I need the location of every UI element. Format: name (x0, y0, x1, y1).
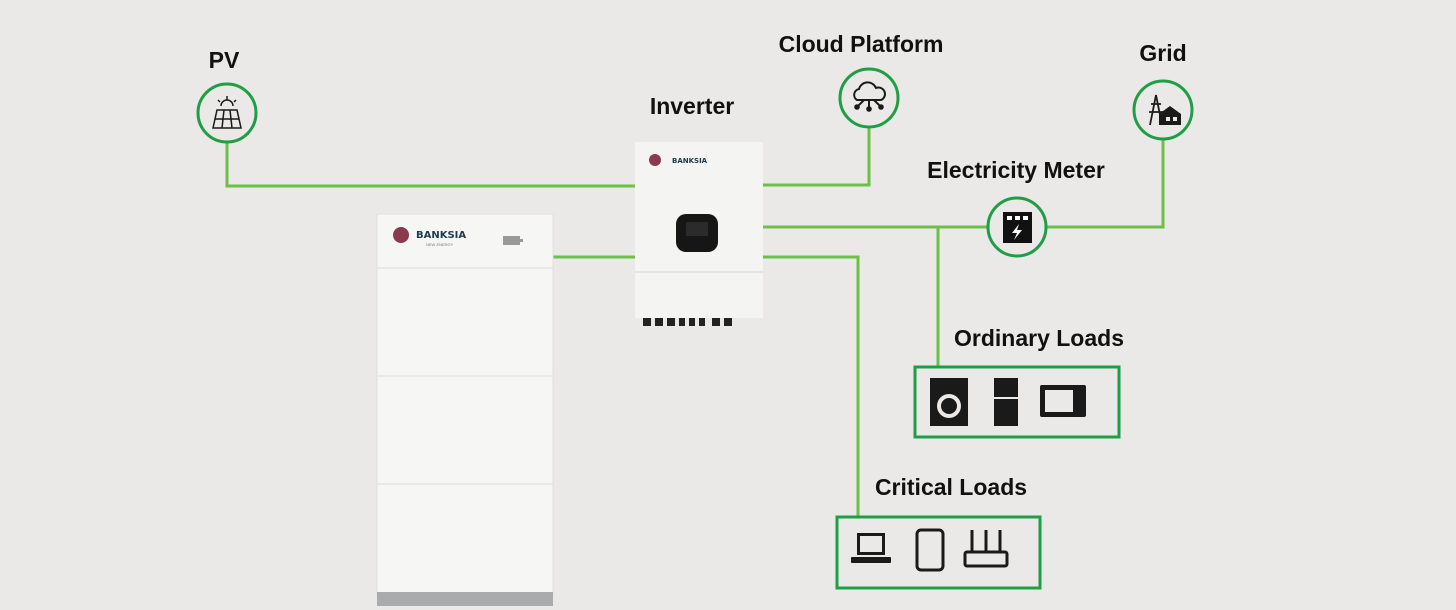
microwave-icon (1040, 385, 1086, 417)
pv-label: PV (208, 47, 240, 73)
cloud-platform-label: Cloud Platform (778, 31, 944, 57)
inverter-unit: BANKSIA (635, 142, 763, 326)
svg-text:NEW ENERGY: NEW ENERGY (426, 242, 454, 247)
pv-to-inverter-line (225, 142, 635, 188)
router-icon (963, 530, 1009, 568)
refrigerator-icon (994, 378, 1018, 426)
cloud-network-icon (853, 81, 886, 112)
battery-unit: BANKSIA NEW ENERGY (376, 213, 554, 606)
svg-text:BANKSIA: BANKSIA (416, 230, 466, 241)
critical-loads-label: Critical Loads (874, 474, 1028, 500)
solar-panel-icon (212, 96, 242, 129)
electricity-meter-label: Electricity Meter (927, 157, 1105, 183)
grid-label: Grid (1139, 40, 1187, 66)
ordinary-loads-label: Ordinary Loads (954, 325, 1124, 351)
battery-level-icon (503, 236, 520, 245)
smartphone-icon (915, 528, 945, 572)
washing-machine-icon (930, 378, 968, 426)
critical-loads-line (763, 255, 860, 517)
connection-lines (225, 127, 1165, 517)
node-rings (196, 67, 1194, 258)
laptop-icon (851, 533, 891, 563)
banksia-logo (649, 154, 661, 166)
cloud-to-inverter-line (763, 127, 871, 187)
inverter-label: Inverter (649, 93, 735, 119)
critical-loads-box (835, 515, 1042, 590)
electricity-meter-icon (1003, 212, 1032, 243)
banksia-logo (393, 227, 409, 243)
meter-to-grid-line (1046, 139, 1165, 229)
power-tower-house-icon (1149, 94, 1181, 126)
ordinary-loads-box (913, 365, 1121, 439)
svg-text:BANKSIA: BANKSIA (672, 157, 708, 165)
